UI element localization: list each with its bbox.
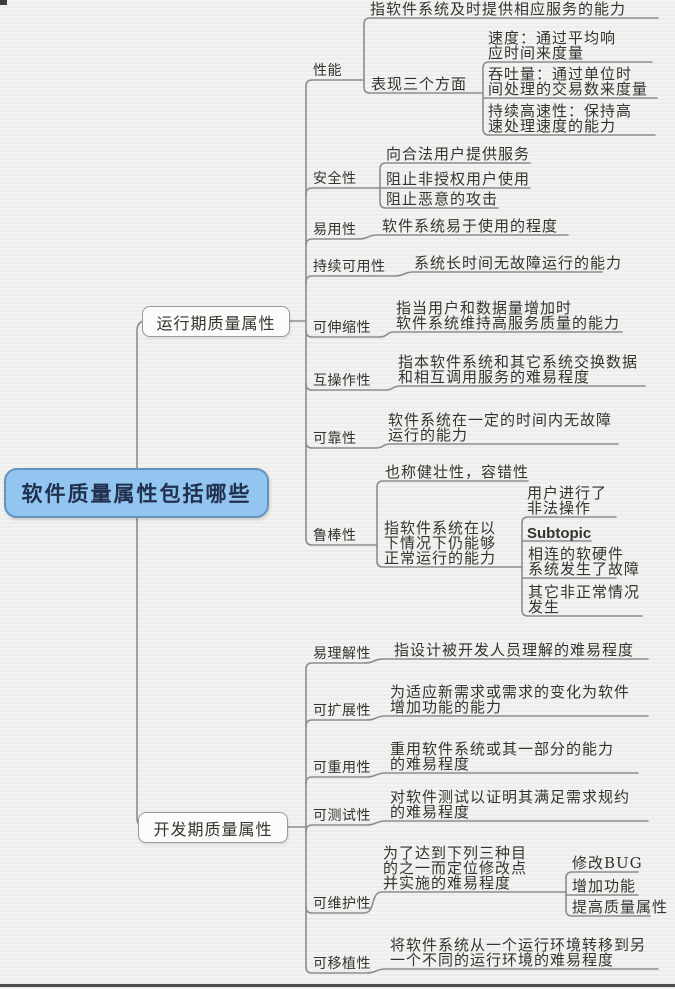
topic-aspect-throughput[interactable]: 吞吐量：通过单位时 间处理的交易数来度量 (488, 65, 649, 98)
topic-interoperability[interactable]: 互操作性 (313, 373, 371, 389)
connector-maintainability-goals (565, 871, 651, 917)
topic-portability-definition[interactable]: 将软件系统从一个运行环境转移到另 一个不同的运行环境的难易程度 (390, 936, 647, 969)
connector-root-to-development (136, 515, 153, 828)
topic-reusability[interactable]: 可重用性 (313, 760, 371, 776)
connector-scalability (305, 330, 623, 338)
topic-security-item3[interactable]: 阻止恶意的攻击 (386, 190, 499, 208)
connector-reliability (305, 441, 619, 449)
connector-interoperability (305, 383, 646, 391)
connector-development-trunk (287, 668, 307, 968)
topic-understandability-definition[interactable]: 指设计被开发人员理解的难易程度 (394, 641, 635, 659)
topic-robustness-alias[interactable]: 也称健壮性，容错性 (385, 463, 530, 481)
topic-maintainability-goal1[interactable]: 修改BUG (572, 854, 643, 872)
topic-security[interactable]: 安全性 (313, 171, 357, 187)
topic-reusability-definition[interactable]: 重用软件系统或其一部分的能力 的难易程度 (390, 740, 615, 773)
topic-maintainability-goal2[interactable]: 增加功能 (572, 877, 637, 895)
connector-security-children (379, 162, 531, 209)
connector-reusability (305, 772, 639, 784)
connector-performance-children (363, 17, 659, 94)
topic-portability[interactable]: 可移植性 (313, 956, 371, 972)
connector-availability (305, 271, 603, 283)
connector-testability (305, 820, 649, 832)
connector-robustness (305, 538, 378, 546)
topic-reliability-definition[interactable]: 软件系统在一定的时间内无故障 运行的能力 (388, 411, 613, 444)
topic-performance-definition[interactable]: 指软件系统及时提供相应服务的能力 (370, 0, 627, 18)
topic-extensibility-definition[interactable]: 为适应新需求或需求的变化为软件 增加功能的能力 (390, 683, 631, 716)
topic-testability-definition[interactable]: 对软件测试以证明其满足需求规约 的难易程度 (390, 788, 631, 821)
connector-root-to-runtime (136, 320, 153, 470)
topic-robustness-case2-subtopic[interactable]: Subtopic (527, 525, 592, 542)
topic-robustness-case4[interactable]: 其它非正常情况 发生 (528, 583, 641, 616)
topic-maintainability-definition[interactable]: 为了达到下列三种目 的之一而定位修改点 并实施的难易程度 (383, 844, 528, 892)
branch-runtime[interactable]: 运行期质量属性 (142, 306, 290, 337)
branch-development[interactable]: 开发期质量属性 (138, 812, 288, 843)
topic-aspect-sustained-speed[interactable]: 持续高速性：保持高 速处理速度的能力 (488, 102, 633, 135)
topic-robustness[interactable]: 鲁棒性 (313, 528, 357, 544)
scan-artifact (0, 0, 7, 5)
topic-understandability[interactable]: 易理解性 (313, 646, 371, 662)
topic-maintainability[interactable]: 可维护性 (313, 896, 371, 912)
bottom-edge (0, 984, 675, 987)
topic-interoperability-definition[interactable]: 指本软件系统和其它系统交换数据 和相互调用服务的难易程度 (398, 353, 639, 386)
connector-security (305, 187, 531, 195)
connector-extensibility (305, 715, 649, 727)
topic-availability-definition[interactable]: 系统长时间无故障运行的能力 (414, 254, 623, 272)
connector-usability (305, 234, 569, 246)
connector-robustness-cases (521, 516, 643, 617)
topic-robustness-definition[interactable]: 指软件系统在以 下情况下仍能够 正常运行的能力 (384, 519, 497, 567)
root-topic[interactable]: 软件质量属性包括哪些 (4, 468, 269, 518)
topic-robustness-case1[interactable]: 用户进行了 非法操作 (527, 484, 608, 517)
topic-extensibility[interactable]: 可扩展性 (313, 703, 371, 719)
connector-maintainability (305, 891, 567, 914)
topic-security-item1[interactable]: 向合法用户提供服务 (386, 145, 531, 163)
topic-usability[interactable]: 易用性 (313, 222, 357, 238)
topic-performance[interactable]: 性能 (313, 63, 342, 79)
topic-testability[interactable]: 可测试性 (313, 808, 371, 824)
topic-maintainability-goal3[interactable]: 提高质量属性 (572, 898, 669, 916)
topic-usability-definition[interactable]: 软件系统易于使用的程度 (382, 217, 559, 235)
topic-aspect-speed[interactable]: 速度：通过平均响 应时间来度量 (488, 29, 617, 62)
topic-performance-aspects[interactable]: 表现三个方面 (371, 75, 468, 93)
topic-security-item2[interactable]: 阻止非授权用户使用 (386, 170, 531, 188)
connector-robustness-children (376, 480, 529, 568)
connector-aspects-children (482, 61, 658, 136)
connector-performance (305, 79, 365, 87)
connector-understandability (305, 658, 649, 670)
connector-runtime-trunk (289, 85, 307, 540)
topic-scalability-definition[interactable]: 指当用户和数据量增加时 软件系统维持高服务质量的能力 (396, 299, 621, 332)
topic-robustness-case3[interactable]: 相连的软硬件 系统发生了故障 (528, 545, 641, 578)
topic-scalability[interactable]: 可伸缩性 (313, 320, 371, 336)
connector-portability (305, 966, 659, 974)
topic-reliability[interactable]: 可靠性 (313, 431, 357, 447)
topic-availability[interactable]: 持续可用性 (313, 259, 386, 275)
